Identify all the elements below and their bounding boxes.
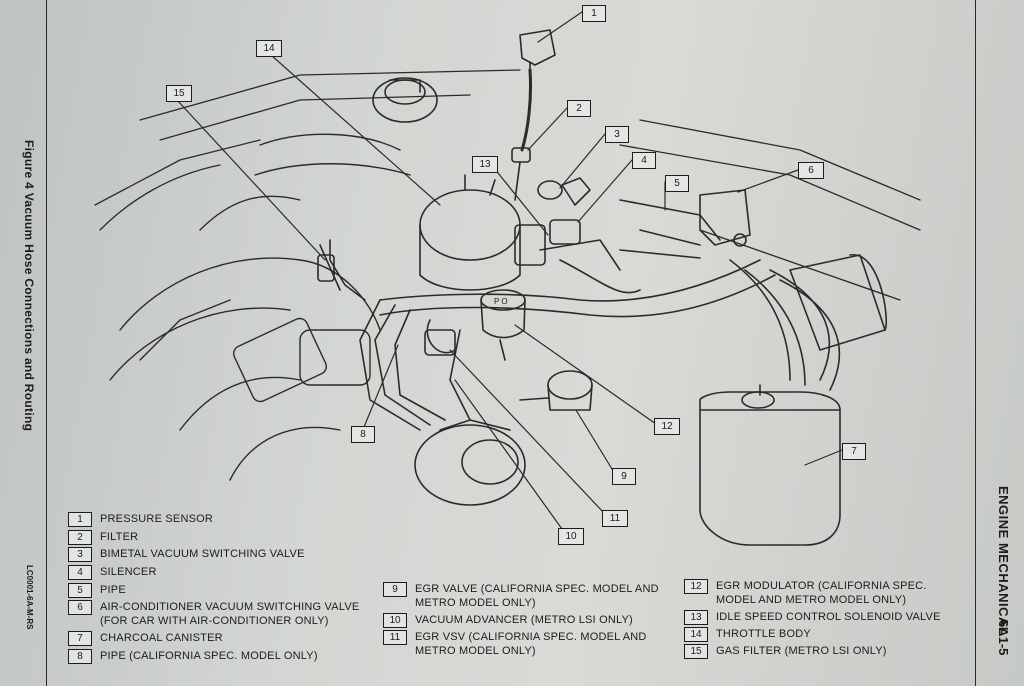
vacuum-hoses bbox=[319, 199, 841, 431]
legend-text: IDLE SPEED CONTROL SOLENOID VALVE bbox=[716, 611, 941, 623]
legend-number: 6 bbox=[68, 600, 92, 615]
callout-14: 14 bbox=[256, 40, 282, 57]
legend-number: 9 bbox=[383, 582, 407, 597]
section-header: ENGINE MECHANICAL bbox=[996, 486, 1011, 636]
legend-item-10: 10 VACUUM ADVANCER (METRO LSI ONLY) bbox=[383, 613, 633, 628]
leader-lines bbox=[176, 11, 843, 530]
callout-5: 5 bbox=[665, 175, 689, 192]
egr-modulator-mark: P O bbox=[494, 297, 508, 306]
legend-item-7: 7 CHARCOAL CANISTER bbox=[68, 631, 223, 646]
figure-caption: Figure 4 Vacuum Hose Connections and Rou… bbox=[22, 140, 36, 432]
distributor bbox=[414, 419, 526, 506]
legend-text: GAS FILTER (METRO LSI ONLY) bbox=[716, 645, 887, 657]
body-outline bbox=[94, 69, 921, 301]
legend-number: 15 bbox=[684, 644, 708, 659]
oil-filler-cap bbox=[372, 77, 438, 123]
legend-item-3: 3 BIMETAL VACUUM SWITCHING VALVE bbox=[68, 547, 305, 562]
throttle-body bbox=[419, 174, 546, 291]
callout-6: 6 bbox=[798, 162, 824, 179]
legend-item-4: 4 SILENCER bbox=[68, 565, 157, 580]
legend-number: 4 bbox=[68, 565, 92, 580]
legend-number: 3 bbox=[68, 547, 92, 562]
callout-2: 2 bbox=[567, 100, 591, 117]
callout-9: 9 bbox=[612, 468, 636, 485]
legend-item-14: 14 THROTTLE BODY bbox=[684, 627, 811, 642]
legend-text: SILENCER bbox=[100, 566, 157, 578]
callout-10: 10 bbox=[558, 528, 584, 545]
legend-number: 10 bbox=[383, 613, 407, 628]
legend-item-12: 12 EGR MODULATOR (CALIFORNIA SPEC. MODEL… bbox=[684, 579, 944, 607]
callout-1: 1 bbox=[582, 5, 606, 22]
page-number: 6A1-5 bbox=[996, 620, 1011, 656]
legend-text: THROTTLE BODY bbox=[716, 628, 811, 640]
callout-15: 15 bbox=[166, 85, 192, 102]
legend-text: AIR-CONDITIONER VACUUM SWITCHING VALVE (… bbox=[100, 601, 360, 627]
egr-modulator bbox=[480, 289, 526, 361]
legend-item-6: 6 AIR-CONDITIONER VACUUM SWITCHING VALVE… bbox=[68, 600, 368, 628]
charcoal-canister bbox=[699, 384, 841, 546]
callout-13: 13 bbox=[472, 156, 498, 173]
callout-3: 3 bbox=[605, 126, 629, 143]
legend-number: 2 bbox=[68, 530, 92, 545]
legend-text: FILTER bbox=[100, 531, 139, 543]
legend-number: 8 bbox=[68, 649, 92, 664]
legend-item-13: 13 IDLE SPEED CONTROL SOLENOID VALVE bbox=[684, 610, 941, 625]
callout-8: 8 bbox=[351, 426, 375, 443]
legend-text: EGR VSV (CALIFORNIA SPEC. MODEL AND METR… bbox=[415, 631, 647, 657]
legend-number: 14 bbox=[684, 627, 708, 642]
legend-item-9: 9 EGR VALVE (CALIFORNIA SPEC. MODEL AND … bbox=[383, 582, 673, 610]
legend-number: 11 bbox=[383, 630, 407, 645]
legend-item-1: 1 PRESSURE SENSOR bbox=[68, 512, 213, 527]
legend-text: BIMETAL VACUUM SWITCHING VALVE bbox=[100, 548, 305, 560]
document-code: LC0001-6A-M-RS bbox=[25, 565, 34, 630]
legend-item-15: 15 GAS FILTER (METRO LSI ONLY) bbox=[684, 644, 887, 659]
callout-4: 4 bbox=[632, 152, 656, 169]
gas-filter bbox=[317, 254, 335, 282]
legend-number: 13 bbox=[684, 610, 708, 625]
pressure-sensor bbox=[511, 29, 556, 201]
legend-number: 12 bbox=[684, 579, 708, 594]
legend-number: 7 bbox=[68, 631, 92, 646]
legend-number: 1 bbox=[68, 512, 92, 527]
legend-text: PIPE bbox=[100, 584, 126, 596]
page-frame bbox=[46, 0, 976, 686]
legend-item-11: 11 EGR VSV (CALIFORNIA SPEC. MODEL AND M… bbox=[383, 630, 663, 658]
legend-item-8: 8 PIPE (CALIFORNIA SPEC. MODEL ONLY) bbox=[68, 649, 318, 664]
egr-vsv bbox=[424, 319, 456, 356]
legend-text: PRESSURE SENSOR bbox=[100, 513, 214, 525]
ac-vacuum-switching-valve bbox=[699, 189, 751, 247]
legend-text: CHARCOAL CANISTER bbox=[100, 632, 223, 644]
legend-number: 5 bbox=[68, 583, 92, 598]
legend-text: PIPE (CALIFORNIA SPEC. MODEL ONLY) bbox=[100, 650, 318, 662]
legend-text: EGR VALVE (CALIFORNIA SPEC. MODEL AND ME… bbox=[415, 583, 659, 609]
legend-item-2: 2 FILTER bbox=[68, 530, 138, 545]
legend-text: EGR MODULATOR (CALIFORNIA SPEC. MODEL AN… bbox=[716, 580, 927, 606]
callout-11: 11 bbox=[602, 510, 628, 527]
air-cleaner bbox=[789, 254, 888, 351]
callout-12: 12 bbox=[654, 418, 680, 435]
legend-text: VACUUM ADVANCER (METRO LSI ONLY) bbox=[415, 614, 633, 626]
legend-item-5: 5 PIPE bbox=[68, 583, 126, 598]
egr-valve bbox=[519, 370, 593, 411]
valve-cluster bbox=[537, 177, 641, 294]
callout-7: 7 bbox=[842, 443, 866, 460]
